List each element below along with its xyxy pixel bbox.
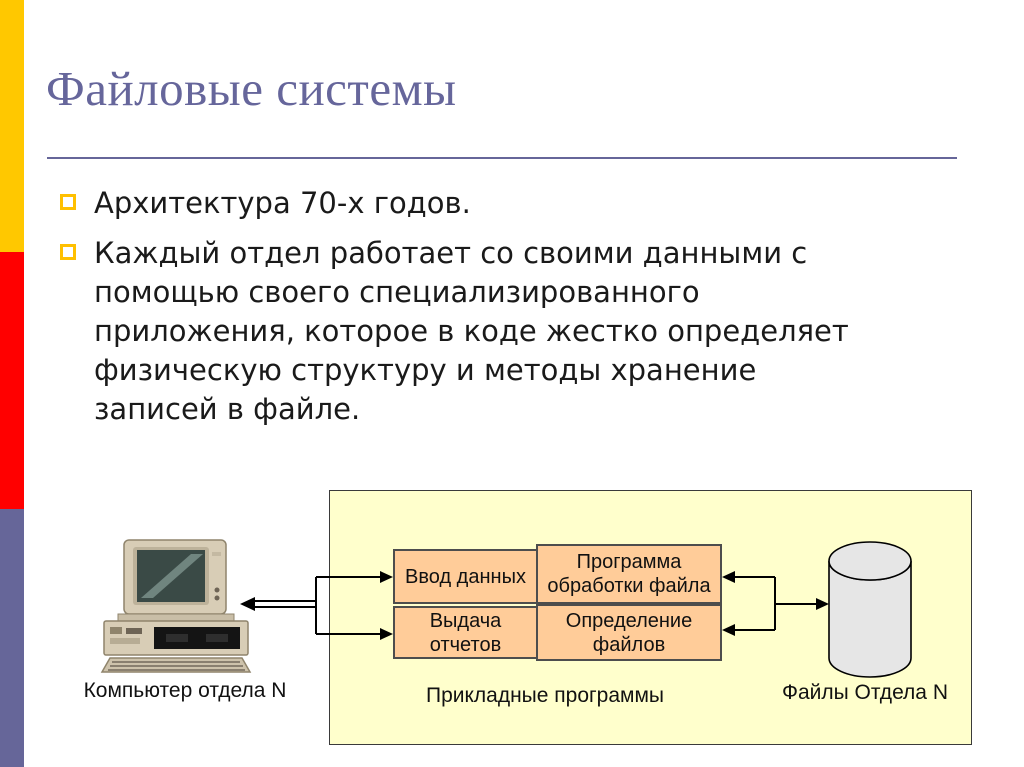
bullet-list: Архитектура 70-х годов. Каждый отдел раб… bbox=[60, 184, 975, 440]
slide-title: Файловые системы bbox=[46, 61, 457, 116]
title-underline bbox=[47, 157, 957, 159]
computer-caption: Компьютер отдела N bbox=[83, 679, 287, 702]
accent-bar-red bbox=[0, 252, 24, 509]
computer-icon bbox=[100, 539, 252, 673]
bullet-text: Каждый отдел работает со своими данными … bbox=[94, 236, 849, 426]
box-file-definition-label: Определение файлов bbox=[565, 609, 693, 656]
files-caption: Файлы Отдела N bbox=[782, 681, 948, 704]
bullet-item: Каждый отдел работает со своими данными … bbox=[60, 234, 975, 429]
bullet-square-icon bbox=[60, 244, 76, 260]
box-file-processing-program-label: Программа обработки файла bbox=[547, 551, 711, 597]
accent-bar-yellow bbox=[0, 0, 24, 252]
box-report-output-label: Выдача отчетов bbox=[429, 609, 502, 656]
bullet-text: Архитектура 70-х годов. bbox=[94, 186, 471, 220]
box-file-processing-program: Программа обработки файла bbox=[536, 544, 722, 604]
applications-caption: Прикладные программы bbox=[425, 684, 665, 707]
accent-bar-purple bbox=[0, 509, 24, 767]
box-data-input-label: Ввод данных bbox=[405, 565, 526, 588]
bullet-square-icon bbox=[60, 194, 76, 210]
box-file-definition: Определение файлов bbox=[536, 604, 722, 661]
box-data-input: Ввод данных bbox=[393, 549, 538, 604]
database-cylinder-icon bbox=[828, 541, 912, 678]
bullet-item: Архитектура 70-х годов. bbox=[60, 184, 975, 223]
box-report-output: Выдача отчетов bbox=[393, 606, 538, 659]
connector-arrows-icon bbox=[240, 571, 829, 640]
